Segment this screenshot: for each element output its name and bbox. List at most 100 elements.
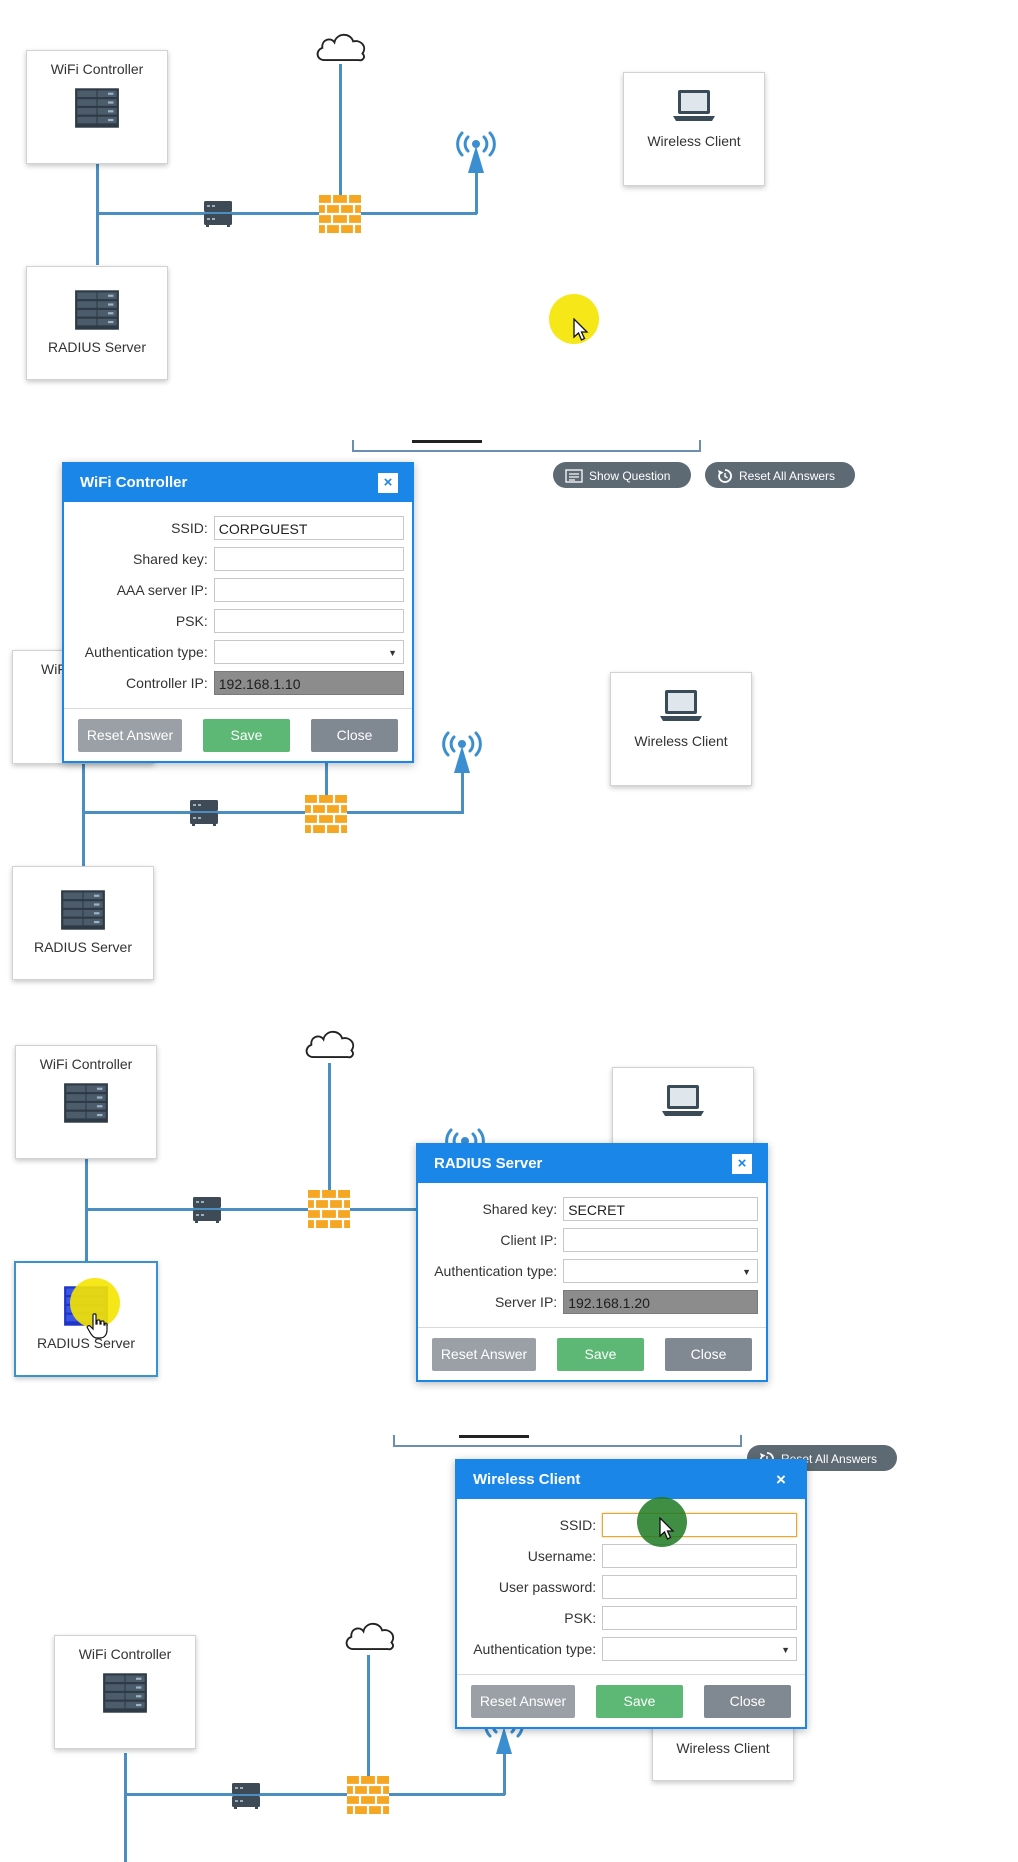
server-ip-label: Server IP: [494, 1293, 558, 1310]
dialog-body: SSID: Username: User password: PSK: Auth… [457, 1499, 805, 1668]
question-panel-edge [393, 1435, 742, 1447]
cursor-icon [573, 318, 589, 342]
wireless-client-dialog: Wireless Client × SSID: Username: User p… [455, 1459, 807, 1729]
authentication-type-select[interactable]: ▼ [213, 639, 404, 664]
reset-icon [717, 468, 733, 484]
aaa-server-ip-input[interactable] [213, 577, 404, 602]
controller-ip-label: Controller IP: [126, 674, 208, 691]
dialog-header: WiFi Controller × [64, 464, 412, 502]
user-password-label: User password: [498, 1578, 597, 1595]
firewall-icon[interactable] [307, 1189, 351, 1229]
node-label: WiFi Controller [78, 1646, 172, 1662]
authentication-type-label: Authentication type: [434, 1262, 558, 1279]
wire [82, 811, 463, 814]
show-question-button[interactable]: Show Question [553, 462, 691, 488]
server-icon [60, 889, 106, 931]
reset-answer-button[interactable]: Reset Answer [432, 1337, 536, 1371]
username-input[interactable] [602, 1543, 797, 1568]
dialog-header: RADIUS Server × [418, 1145, 766, 1183]
reset-answer-button[interactable]: Reset Answer [78, 718, 182, 752]
radius-server-node[interactable]: RADIUS Server [12, 866, 154, 980]
save-button[interactable]: Save [203, 718, 290, 752]
firewall-icon[interactable] [304, 794, 348, 834]
switch-icon[interactable] [203, 199, 233, 227]
authentication-type-select[interactable]: ▼ [563, 1258, 758, 1283]
access-point-icon[interactable] [437, 730, 487, 774]
close-icon[interactable]: × [378, 473, 398, 493]
dialog-body: Shared key: SECRET Client IP: Authenticat… [418, 1183, 766, 1321]
shared-key-label: Shared key: [482, 1200, 558, 1217]
document-icon [565, 469, 583, 483]
psk-input[interactable] [213, 608, 404, 633]
username-label: Username: [527, 1547, 597, 1564]
node-label: Wireless Client [676, 1740, 770, 1756]
server-icon [102, 1672, 148, 1714]
reset-answer-button[interactable]: Reset Answer [471, 1684, 575, 1718]
cloud-icon[interactable] [302, 1025, 358, 1063]
server-icon [63, 1082, 109, 1124]
ssid-input[interactable]: CORPGUEST [213, 515, 404, 540]
psk-label: PSK: [175, 612, 208, 629]
question-panel-edge [352, 440, 701, 452]
wifi-controller-dialog: WiFi Controller × SSID: CORPGUEST Shared … [62, 462, 414, 763]
dropdown-arrow-icon: ▼ [781, 1644, 790, 1655]
shared-key-input[interactable] [213, 546, 404, 571]
dialog-footer: Reset Answer Save Close [418, 1327, 766, 1380]
wire [82, 756, 85, 886]
firewall-icon[interactable] [346, 1775, 390, 1815]
laptop-icon [658, 687, 704, 725]
dialog-title: RADIUS Server [434, 1155, 543, 1172]
client-ip-input[interactable] [563, 1227, 758, 1252]
firewall-icon[interactable] [318, 194, 362, 234]
radius-server-dialog: RADIUS Server × Shared key: SECRET Client… [416, 1143, 768, 1382]
close-icon[interactable]: × [732, 1154, 752, 1174]
server-ip-field: 192.168.1.20 [563, 1289, 758, 1314]
psk-input[interactable] [602, 1605, 797, 1630]
reset-all-answers-button[interactable]: Reset All Answers [705, 462, 855, 488]
save-button[interactable]: Save [596, 1684, 683, 1718]
wifi-controller-node[interactable]: WiFi Controller [26, 50, 168, 164]
controller-ip-field: 192.168.1.10 [213, 670, 404, 695]
dialog-footer: Reset Answer Save Close [64, 708, 412, 761]
switch-icon[interactable] [192, 1195, 222, 1223]
ssid-input[interactable] [602, 1512, 797, 1537]
wifi-controller-node[interactable]: WiFi Controller [15, 1045, 157, 1159]
authentication-type-label: Authentication type: [84, 643, 208, 660]
close-icon[interactable]: × [776, 1470, 786, 1489]
wire [367, 1655, 370, 1795]
close-button[interactable]: Close [704, 1684, 791, 1718]
wifi-controller-node[interactable]: WiFi Controller [54, 1635, 196, 1749]
save-button[interactable]: Save [557, 1337, 644, 1371]
authentication-type-label: Authentication type: [473, 1640, 597, 1657]
ssid-label: SSID: [171, 519, 208, 536]
dropdown-arrow-icon: ▼ [742, 1266, 751, 1277]
node-label: Wireless Client [634, 733, 728, 749]
radius-server-node[interactable]: RADIUS Server [26, 266, 168, 380]
dropdown-arrow-icon: ▼ [388, 647, 397, 658]
wireless-client-node[interactable]: Wireless Client [623, 72, 765, 186]
network-diagram-panel-1: WiFi Controller RADIUS Server Wireless C… [0, 0, 1018, 400]
wire [325, 756, 328, 814]
user-password-input[interactable] [602, 1574, 797, 1599]
cursor-icon [659, 1517, 675, 1541]
cloud-icon[interactable] [342, 1617, 398, 1655]
client-ip-label: Client IP: [500, 1231, 558, 1248]
shared-key-label: Shared key: [133, 550, 208, 567]
wire [503, 1747, 506, 1795]
shared-key-input[interactable]: SECRET [563, 1196, 758, 1221]
node-label: RADIUS Server [33, 939, 133, 955]
dialog-header: Wireless Client × [457, 1461, 805, 1499]
switch-icon[interactable] [189, 798, 219, 826]
cloud-icon[interactable] [313, 28, 369, 66]
node-label: WiF [41, 661, 66, 677]
network-diagram-panel-2: Show Question Reset All Answers WiF RADI… [0, 440, 1018, 995]
close-button[interactable]: Close [311, 718, 398, 752]
node-label: WiFi Controller [39, 1056, 133, 1072]
authentication-type-select[interactable]: ▼ [602, 1636, 797, 1661]
switch-icon[interactable] [231, 1781, 261, 1809]
dialog-title: WiFi Controller [80, 474, 188, 491]
close-button[interactable]: Close [665, 1337, 752, 1371]
wire [85, 1208, 425, 1211]
access-point-icon[interactable] [451, 130, 501, 174]
wireless-client-node[interactable]: Wireless Client [610, 672, 752, 786]
